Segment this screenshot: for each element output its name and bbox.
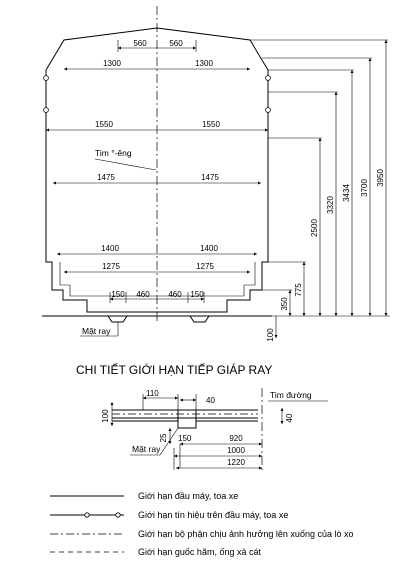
dim-560-right: 560 [169,39,183,48]
dim-h350: 350 [280,297,289,311]
detail-dim-100: 100 [101,409,110,423]
detail-title: CHI TIẾT GIỚI HẠN TIẾP GIÁP RAY [76,362,272,377]
legend-item-dash-dot: Giới hạn bộ phận chịu ảnh hưởng lên xuốn… [50,529,353,539]
dim-1275-left: 1275 [102,262,120,271]
gauge-profile: 560 560 1300 1300 1550 1550 1475 1475 14… [42,6,272,337]
profile-inner-bottom [59,262,256,297]
dim-1475-right: 1475 [201,173,219,182]
detail-dim-150: 150 [178,434,192,443]
dim-1550-left: 1550 [95,120,113,129]
detail-track-center-label: Tim đường [270,390,312,400]
legend-item-solid: Giới hạn đầu máy, toa xe [50,491,238,501]
height-dimensions: 100 350 775 2500 3320 3434 3700 3950 [250,39,390,342]
legend: Giới hạn đầu máy, toa xe Giới hạn tín hi… [50,491,353,557]
dim-1400-right: 1400 [200,244,218,253]
dim-h100: 100 [266,328,275,342]
rail-heads [107,315,210,323]
dim-1475-left: 1475 [97,173,115,182]
dim-150-right: 150 [190,290,204,299]
dim-1300-right: 1300 [195,59,213,68]
width-dimensions: 560 560 1300 1300 1550 1550 1475 1475 14… [46,39,268,303]
legend-label-solid: Giới hạn đầu máy, toa xe [138,491,238,501]
legend-item-signal: Giới hạn tín hiệu trên đầu máy, toa xe [50,510,288,520]
detail-dim-1220: 1220 [227,458,245,467]
legend-item-dashed: Giới hạn guốc hãm, ống xả cát [50,547,261,557]
detail-dim-40-side: 40 [285,413,294,422]
detail-dim-40-top: 40 [206,396,215,405]
dim-h775: 775 [294,283,303,297]
signal-lamps [43,75,271,113]
legend-label-dash-dot: Giới hạn bộ phận chịu ảnh hưởng lên xuốn… [138,529,353,539]
dim-1550-right: 1550 [202,120,220,129]
dim-h2500: 2500 [310,219,319,237]
dim-560-left: 560 [133,39,147,48]
detail-rail-label: Mặt ray [132,444,161,454]
legend-label-dashed: Giới hạn guốc hãm, ống xả cát [138,547,261,557]
dim-h3434: 3434 [342,184,351,202]
profile-rail-label: Mặt ray [82,326,111,336]
legend-label-signal: Giới hạn tín hiệu trên đầu máy, toa xe [138,510,288,520]
detail-dim-1000: 1000 [227,446,245,455]
profile-center-label: Tim °-êng [95,148,132,158]
detail-dim-920: 920 [229,434,243,443]
dim-460-left: 460 [136,290,150,299]
dim-h3700: 3700 [360,179,369,197]
dim-150-left: 150 [111,290,125,299]
dim-1300-left: 1300 [103,59,121,68]
detail-dim-25: 25 [159,433,168,442]
dim-1275-right: 1275 [196,262,214,271]
detail-dim-110: 110 [146,389,159,398]
dim-h3320: 3320 [326,196,335,214]
dim-1400-left: 1400 [101,244,119,253]
rail-contact-detail: Tim đường 110 40 100 25 40 150 92 [101,388,328,472]
dim-h3950: 3950 [376,169,385,187]
dim-460-right: 460 [168,290,182,299]
